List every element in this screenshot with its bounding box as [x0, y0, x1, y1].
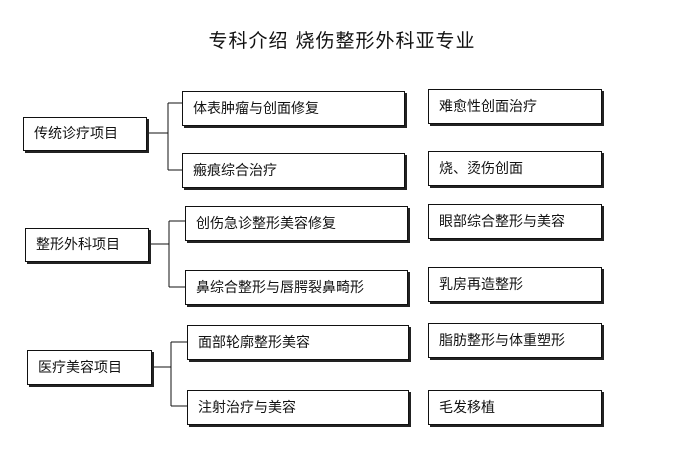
side-box: 眼部综合整形与美容	[428, 204, 602, 239]
item-label: 体表肿瘤与创面修复	[193, 100, 319, 117]
category-box-cosmetic: 医疗美容项目	[27, 350, 152, 385]
item-label: 注射治疗与美容	[198, 399, 296, 416]
side-box: 毛发移植	[428, 390, 602, 425]
item-box: 体表肿瘤与创面修复	[182, 91, 405, 126]
side-box: 乳房再造整形	[428, 267, 602, 302]
side-label: 难愈性创面治疗	[439, 98, 537, 115]
category-label: 医疗美容项目	[38, 359, 122, 376]
item-label: 瘢痕综合治疗	[193, 162, 277, 179]
side-label: 毛发移植	[439, 399, 495, 416]
item-box: 面部轮廓整形美容	[187, 325, 409, 360]
item-box: 注射治疗与美容	[187, 390, 409, 425]
side-label: 脂肪整形与体重塑形	[439, 332, 565, 349]
side-label: 眼部综合整形与美容	[439, 213, 565, 230]
category-box-plastic: 整形外科项目	[25, 228, 149, 262]
side-box: 烧、烫伤创面	[428, 151, 602, 186]
item-box: 瘢痕综合治疗	[182, 153, 405, 188]
category-label: 整形外科项目	[36, 237, 120, 253]
item-box: 创伤急诊整形美容修复	[185, 206, 408, 241]
item-box: 鼻综合整形与唇腭裂鼻畸形	[185, 270, 408, 305]
side-label: 烧、烫伤创面	[439, 160, 523, 177]
side-label: 乳房再造整形	[439, 276, 523, 293]
item-label: 创伤急诊整形美容修复	[196, 215, 336, 232]
category-box-traditional: 传统诊疗项目	[23, 117, 147, 151]
side-box: 难愈性创面治疗	[428, 89, 602, 124]
page-title: 专科介绍 烧伤整形外科亚专业	[208, 30, 476, 52]
side-box: 脂肪整形与体重塑形	[428, 323, 602, 358]
category-label: 传统诊疗项目	[34, 126, 118, 142]
item-label: 鼻综合整形与唇腭裂鼻畸形	[196, 279, 364, 296]
item-label: 面部轮廓整形美容	[198, 334, 310, 351]
